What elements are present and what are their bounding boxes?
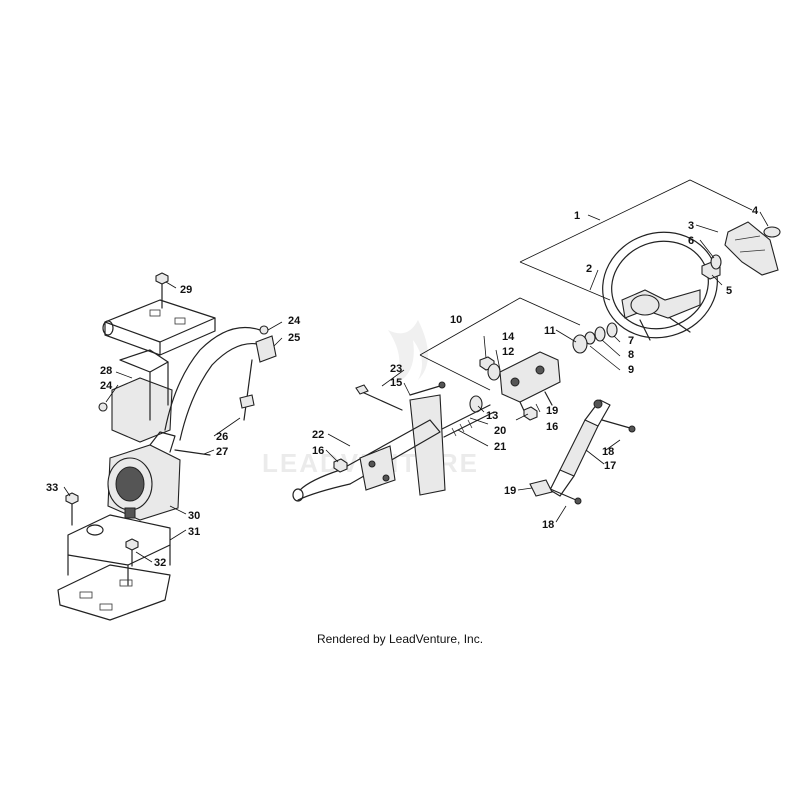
callout-16-upper: 16 (546, 421, 558, 433)
callout-21: 21 (494, 441, 506, 453)
bolt-32 (125, 538, 139, 567)
callout-3: 3 (688, 220, 694, 232)
group-bracket-1 (519, 179, 753, 301)
callout-7: 7 (628, 335, 634, 347)
callout-19-upper: 19 (546, 405, 558, 417)
callout-18-upper: 18 (602, 446, 614, 458)
callout-15: 15 (390, 377, 402, 389)
bolt-15 (409, 381, 446, 396)
curved-tube (164, 326, 263, 441)
nut-16-lower (333, 458, 348, 473)
callout-20: 20 (494, 425, 506, 437)
callout-26: 26 (216, 431, 228, 443)
callout-23: 23 (390, 363, 402, 375)
group-bracket-10 (419, 297, 581, 391)
steering-column (292, 394, 446, 502)
clamp-25 (255, 335, 277, 363)
bolt-18-upper (601, 419, 636, 433)
bolt-23 (355, 384, 403, 411)
bracket-19-lower (529, 479, 553, 497)
callout-8: 8 (628, 349, 634, 361)
steering-damper (549, 399, 611, 497)
callout-30: 30 (188, 510, 200, 522)
callout-12: 12 (502, 346, 514, 358)
nut-16-upper (523, 406, 538, 421)
bolt-26 (239, 359, 255, 421)
tilt-bracket (499, 351, 561, 416)
nut-24-left (98, 402, 108, 412)
callout-4: 4 (752, 205, 759, 217)
callout-28: 28 (100, 365, 112, 377)
callout-14: 14 (502, 331, 515, 343)
callout-5: 5 (726, 285, 732, 297)
hub-cover (724, 221, 779, 276)
callout-9: 9 (628, 364, 634, 376)
bracket-28 (111, 349, 173, 443)
render-credit: Rendered by LeadVenture, Inc. (316, 632, 484, 646)
lower-bracket (67, 514, 171, 586)
callout-16-lower: 16 (312, 445, 324, 457)
callout-19-lower: 19 (504, 485, 516, 497)
callout-29: 29 (180, 284, 192, 296)
callout-27: 27 (216, 446, 228, 458)
bolt-33 (65, 492, 79, 526)
callout-17: 17 (604, 460, 616, 472)
callout-33: 33 (46, 482, 58, 494)
bolt-18-lower (547, 487, 582, 505)
callout-leaders (63, 211, 769, 563)
steering-wheel (602, 231, 718, 341)
pin-27 (174, 449, 211, 456)
callout-1: 1 (574, 210, 580, 222)
washer-6 (710, 254, 722, 270)
callout-18-lower: 18 (542, 519, 554, 531)
callout-2: 2 (586, 263, 592, 275)
nut-24-right (259, 325, 269, 335)
callout-24-left: 24 (100, 380, 113, 392)
bearing-stack (572, 322, 618, 354)
upper-mount (102, 299, 216, 356)
callout-10: 10 (450, 314, 462, 326)
callout-32: 32 (154, 557, 166, 569)
cap (763, 226, 781, 238)
bushing-12 (487, 363, 501, 381)
callout-22: 22 (312, 429, 324, 441)
base-plate (57, 564, 171, 621)
bolt-29 (155, 272, 169, 309)
power-steering-unit (107, 431, 181, 521)
callout-13: 13 (486, 410, 498, 422)
callout-25: 25 (288, 332, 300, 344)
callout-6: 6 (688, 235, 694, 247)
callout-labels: 1 2 3 4 5 6 7 8 9 10 11 12 13 14 15 16 1… (46, 205, 759, 569)
callout-24-right: 24 (288, 315, 301, 327)
callout-31: 31 (188, 526, 200, 538)
callout-11: 11 (544, 325, 556, 337)
